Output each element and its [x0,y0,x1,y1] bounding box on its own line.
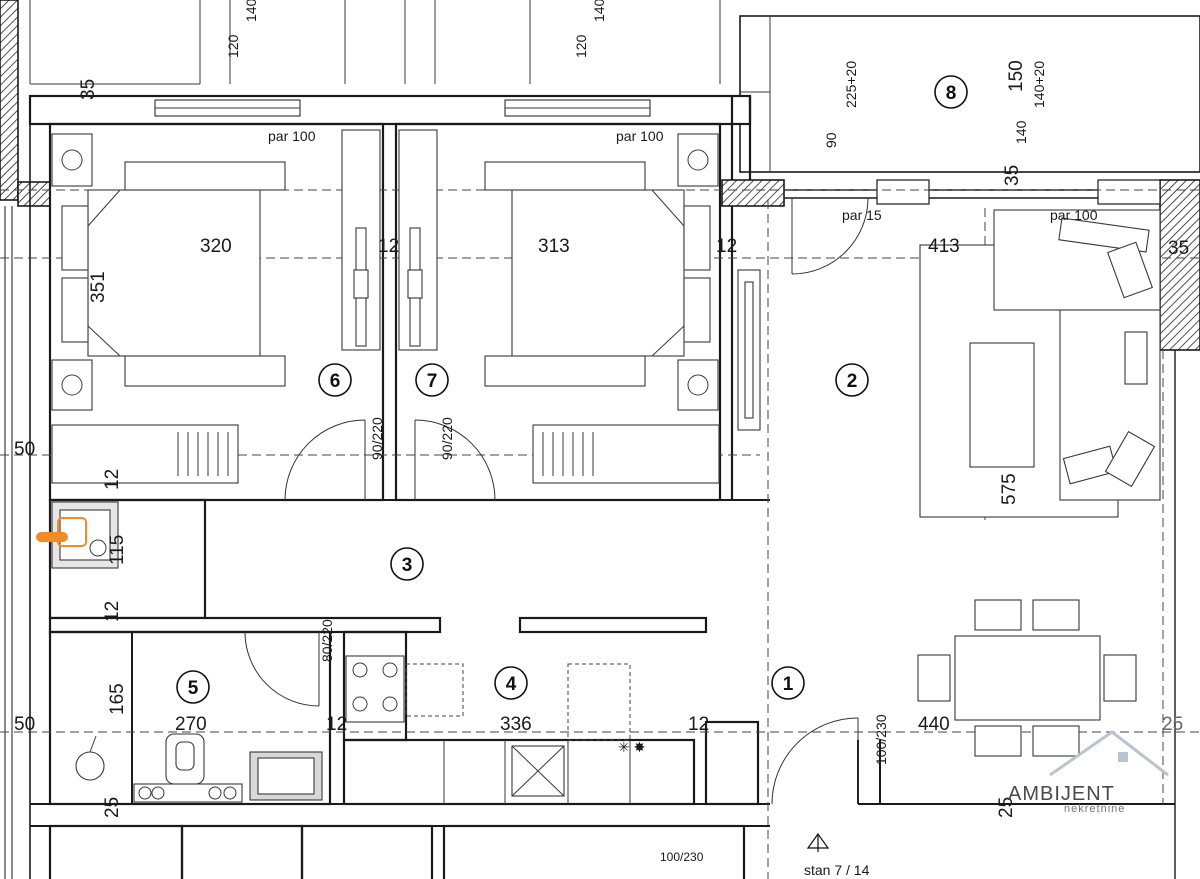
living-room-furniture [919,209,1161,518]
room-marker-7: 7 [415,363,449,397]
dining-table [917,599,1137,757]
label-par100-b: par 100 [616,128,664,144]
room-marker-4: 4 [494,666,528,700]
label-door-bottom: 100/230 [660,850,704,864]
room-8-label: 8 [946,83,957,104]
dim-kitchen-width: 336 [500,714,532,735]
room-3-label: 3 [402,555,413,576]
wardrobe-hangers [177,432,229,476]
kitchen-furniture: ✳ ✸ [345,655,646,804]
dim-bed6-height: 351 [88,271,109,303]
label-par100-c: par 100 [1050,207,1098,223]
wardrobe-hangers-7 [542,432,594,476]
bedroom-6-furniture [51,129,381,484]
dim-win-140-d: 140+20 [1031,61,1047,108]
label-par100-a: par 100 [268,128,316,144]
room-5-label: 5 [188,678,199,699]
location-marker [36,517,87,547]
room-numbers: 6 7 2 8 3 4 5 1 [176,75,968,704]
walls [4,94,1200,879]
label-door-7: 90/220 [439,417,455,460]
dim-12-d: 12 [102,601,123,622]
room-1-label: 1 [783,674,794,695]
svg-text:✳ ✸: ✳ ✸ [618,739,646,755]
dim-right-25: 25 [1162,714,1183,735]
label-par15: par 15 [842,207,882,223]
dim-12-a: 12 [378,236,399,257]
dim-terrace-150: 150 [1006,60,1027,92]
top-context [0,0,721,207]
dim-win-225: 225+20 [843,61,859,108]
bathroom-furniture [75,733,323,803]
bedroom-7-furniture [398,129,761,484]
dim-bath-width: 270 [175,714,207,735]
dim-bed7-width: 313 [538,236,570,257]
room-7-label: 7 [427,371,438,392]
dim-win-140-c: 140 [1013,120,1029,144]
logo-sub: nekretnine [1064,803,1125,815]
ambijent-logo: AMBIJENT nekretnine [1008,730,1169,815]
dim-12-e: 12 [326,714,347,735]
dim-bed6-width: 320 [200,236,232,257]
label-door-1: 100/230 [873,714,889,765]
dim-win-140-b: 140+20 [591,0,607,22]
room-marker-2: 2 [835,363,869,397]
doors [244,197,869,805]
dim-hall-height: 115 [107,535,128,565]
dim-left-50-a: 50 [14,439,35,460]
room-2-label: 2 [847,371,858,392]
label-door-6: 90/220 [369,417,385,460]
room-marker-6: 6 [318,363,352,397]
dim-dining-width: 440 [918,714,950,735]
room-marker-5: 5 [176,670,210,704]
dim-win-90: 90 [823,132,839,148]
dim-bath-height: 165 [107,683,128,715]
dim-win-120-b: 120 [573,34,589,58]
misc-labels: par 100 par 100 par 100 par 15 90/220 90… [268,128,1098,878]
dim-living-height: 575 [999,473,1020,505]
dim-left-50-b: 50 [14,714,35,735]
dim-win-140-a: 140+20 [243,0,259,22]
terrace-room-8 [739,15,1200,173]
north-arrow-icon [806,832,830,852]
dim-win-120-a: 120 [225,34,241,58]
room-marker-8: 8 [934,75,968,109]
dim-living-width: 413 [928,236,960,257]
dim-12-f: 12 [688,714,709,735]
room-marker-1: 1 [771,666,805,700]
dimension-labels: 320 351 313 413 575 440 270 165 336 115 … [14,0,1189,818]
dim-top-35-b: 35 [1002,165,1023,186]
dim-bottom-25-a: 25 [102,797,123,818]
dim-top-35-a: 35 [78,79,99,100]
label-stan: stan 7 / 14 [804,862,870,878]
dim-bottom-25-b: 25 [996,797,1017,818]
logo-name: AMBIJENT [1008,783,1115,805]
room-6-label: 6 [330,371,341,392]
marker-bar [36,532,68,542]
dim-12-b: 12 [716,236,737,257]
dim-right-35: 35 [1168,238,1189,259]
room-marker-3: 3 [390,547,424,581]
dim-12-c: 12 [102,469,123,490]
label-door-5: 80/220 [319,619,335,662]
room-4-label: 4 [506,674,517,695]
